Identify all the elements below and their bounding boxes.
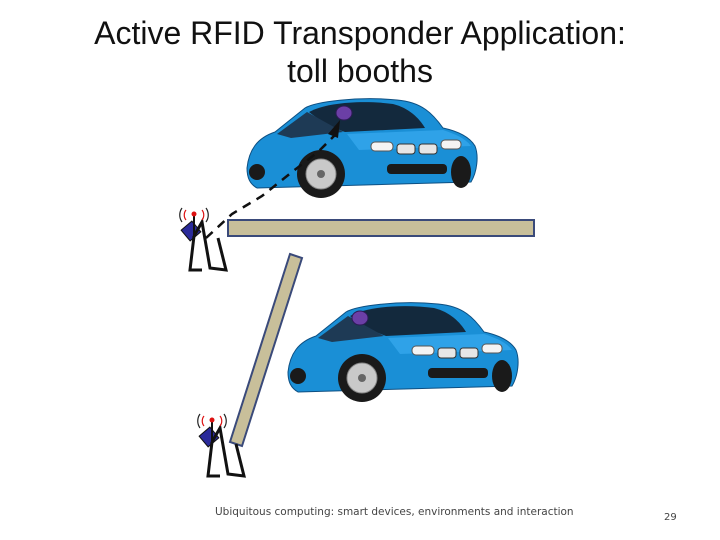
upper-gate-barrier bbox=[227, 219, 535, 237]
upper-car bbox=[246, 98, 478, 199]
slide-footer: Ubiquitous computing: smart devices, env… bbox=[215, 506, 574, 518]
title-line-2: toll booths bbox=[287, 53, 433, 89]
rfid-tag-icon bbox=[335, 105, 353, 121]
upper-rfid-reader-icon bbox=[178, 206, 228, 272]
title-line-1: Active RFID Transponder Application: bbox=[94, 15, 626, 51]
page-number: 29 bbox=[664, 512, 677, 523]
lower-car bbox=[287, 302, 519, 403]
rfid-signal-line bbox=[205, 133, 337, 239]
slide-title: Active RFID Transponder Application: tol… bbox=[0, 14, 720, 90]
rfid-tag-icon bbox=[351, 310, 369, 326]
lower-gate-barrier bbox=[228, 252, 304, 448]
